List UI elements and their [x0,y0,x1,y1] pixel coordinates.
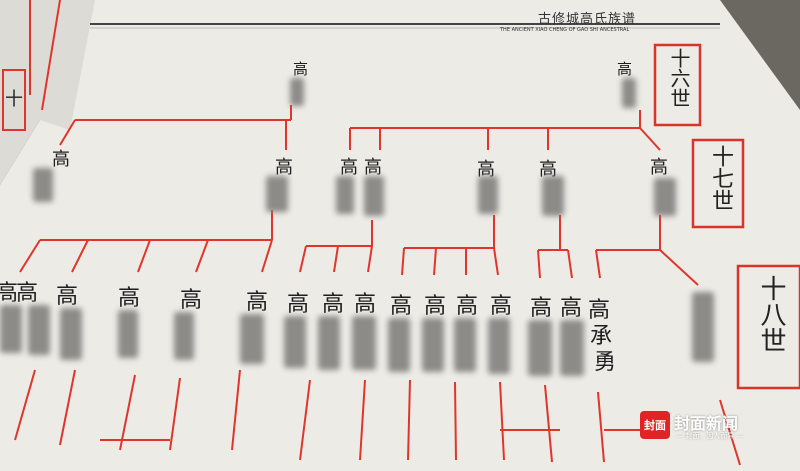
generation-box-17 [691,138,745,229]
generation-label-16: 十六世 [667,48,691,108]
person-surname: 高 [560,296,583,321]
book-subtitle: THE ANCIENT XIAO CHENG OF GAO SHI ANCEST… [500,27,630,33]
generation-label-18: 十八世 [756,275,786,353]
person-surname: 高 [52,149,70,170]
person-surname: 高 [490,294,513,319]
watermark-badge-text: 封面 [644,419,666,432]
person-surname: 高 [322,292,345,317]
person-surname: 高 [650,157,668,178]
person-given-name-1: 承 [590,324,613,349]
left-page-generation-label: 十 [5,89,23,110]
person-surname: 高 [293,60,309,78]
tree-lines-17-18 [19,210,699,286]
person-surname: 高 [287,292,310,317]
person-surname: 高 [539,159,557,180]
generation-box-16 [653,43,702,127]
person-surname-visible: 高 [588,298,611,323]
watermark-badge: 封面 [640,411,670,439]
tree-lines-16-17 [59,105,661,151]
person-surname: 高 [364,157,382,178]
person-surname: 高 [456,294,479,319]
person-surname: 高 [16,281,39,306]
person-surname: 高 [424,294,447,319]
person-surname: 高 [354,292,377,317]
generation-box-18 [736,264,800,390]
watermark-name: 封面新闻 [674,414,739,433]
person-surname: 高 [118,286,141,311]
person-surname: 高 [390,294,413,319]
watermark-slogan: — 封面，因人而异 — [676,432,744,440]
book-title: 古修城高氏族谱 [538,12,637,27]
person-surname: 高 [477,159,495,180]
person-surname: 高 [530,296,553,321]
left-page [0,0,95,185]
tree-lines-18-19 [14,369,741,466]
person-surname: 高 [0,281,19,306]
person-surname: 高 [340,157,358,178]
generation-label-17: 十七世 [708,145,733,211]
person-given-name-2: 勇 [594,350,617,375]
person-surname: 高 [617,60,633,78]
person-surname: 高 [56,284,79,309]
person-surname: 高 [275,157,293,178]
person-surname: 高 [246,290,269,315]
person-surname: 高 [180,288,203,313]
